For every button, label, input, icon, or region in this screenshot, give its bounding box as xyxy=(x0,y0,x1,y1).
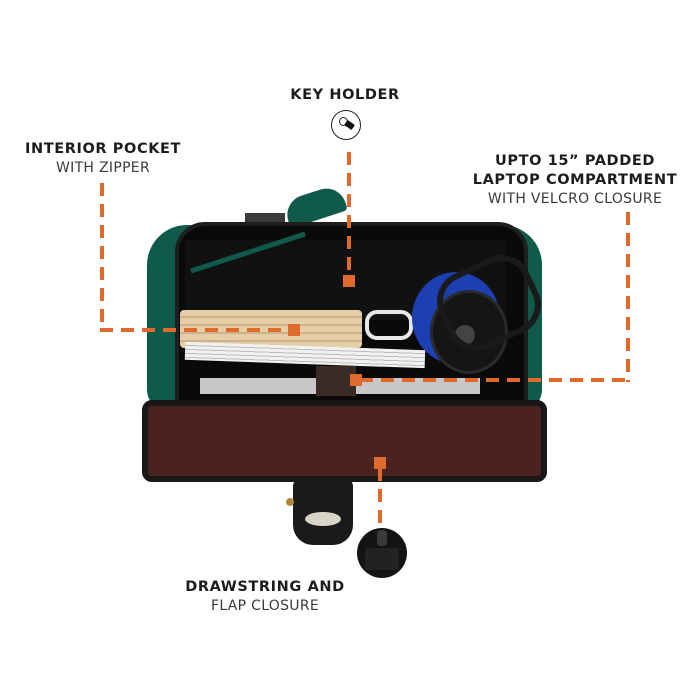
rivet xyxy=(286,498,294,506)
callout-closure: DRAWSTRING AND FLAP CLOSURE xyxy=(160,578,370,616)
interior-pocket-subtitle: WITH ZIPPER xyxy=(56,160,150,176)
interior-pocket-title: INTERIOR POCKET xyxy=(24,141,182,157)
interior-pocket-marker xyxy=(288,324,300,336)
laptop-title-line1: UPTO 15” PADDED xyxy=(495,153,655,169)
callout-key-holder: KEY HOLDER xyxy=(270,86,420,105)
callout-laptop-compartment: UPTO 15” PADDED LAPTOP COMPARTMENT WITH … xyxy=(455,152,695,209)
laptop-marker xyxy=(350,374,362,386)
snap-button xyxy=(305,512,341,526)
snap-button-detail-icon xyxy=(357,528,407,578)
laptop-leader-v xyxy=(626,212,630,382)
velcro-tab xyxy=(316,366,356,396)
earphones xyxy=(365,310,413,340)
callout-interior-pocket: INTERIOR POCKET WITH ZIPPER xyxy=(8,140,198,178)
closure-title: DRAWSTRING AND xyxy=(185,579,345,595)
interior-pocket-leader-h xyxy=(100,328,290,332)
laptop-leader-h xyxy=(360,378,630,382)
laptop-subtitle: WITH VELCRO CLOSURE xyxy=(487,191,663,207)
key-holder-leader xyxy=(347,152,351,278)
interior-pocket-leader-v xyxy=(100,183,104,328)
bottle-cap-hole xyxy=(455,325,475,345)
closure-marker xyxy=(374,457,386,469)
key-fob-icon xyxy=(331,110,361,140)
key-holder-title: KEY HOLDER xyxy=(290,87,400,103)
key-holder-marker xyxy=(343,275,355,287)
leather-flap xyxy=(142,400,547,482)
closure-leader xyxy=(378,468,382,528)
laptop-title-line2: LAPTOP COMPARTMENT xyxy=(472,172,678,188)
closure-subtitle: FLAP CLOSURE xyxy=(210,598,320,614)
